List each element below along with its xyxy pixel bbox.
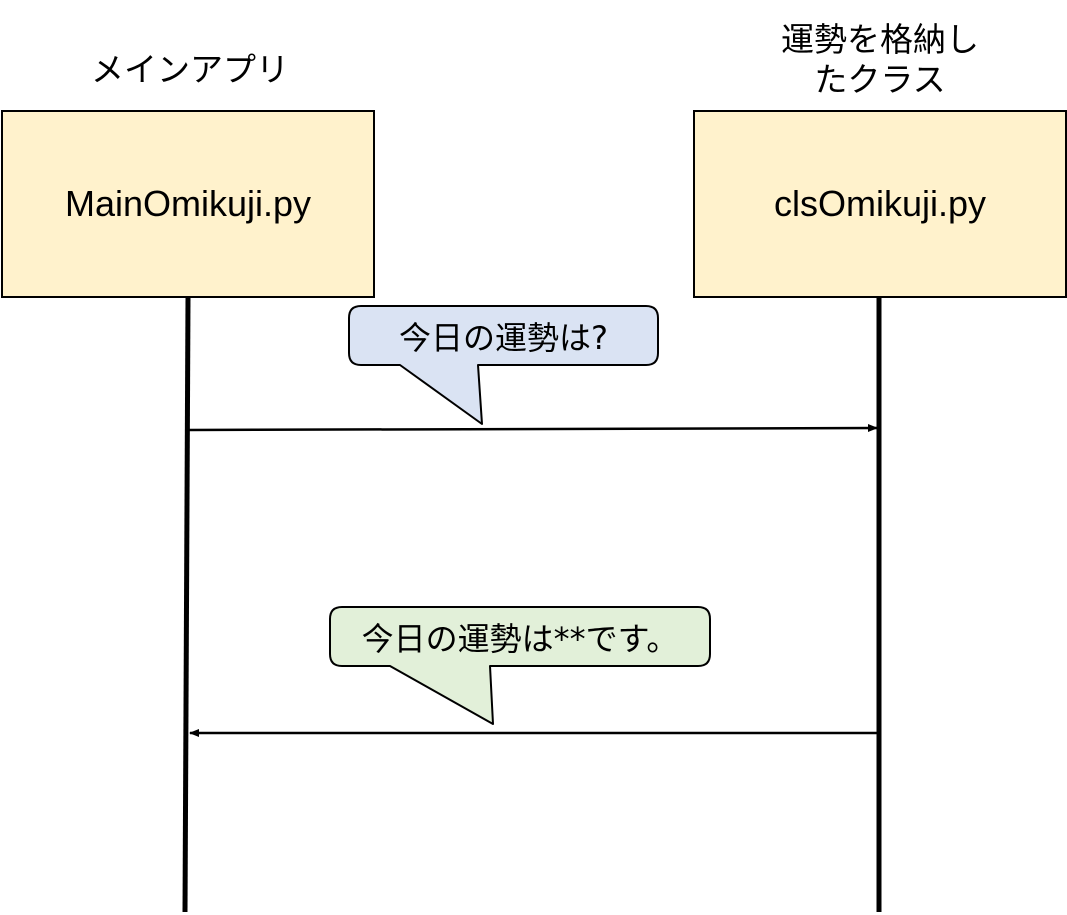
class-heading-line1: 運勢を格納し: [781, 20, 979, 59]
cls-omikuji-label: clsOmikuji.py: [773, 183, 987, 224]
response-message-text: 今日の運勢は**です。: [361, 619, 679, 658]
class-heading-line2: たクラス: [814, 60, 946, 99]
main-omikuji-box: MainOmikuji.py: [1, 110, 375, 298]
class-heading: 運勢を格納し たクラス: [730, 20, 1030, 100]
request-bubble: [348, 305, 659, 425]
request-arrow: [187, 424, 878, 433]
response-bubble: [329, 606, 711, 725]
request-message-text: 今日の運勢は?: [399, 318, 608, 357]
main-omikuji-label: MainOmikuji.py: [64, 183, 312, 224]
main-app-heading: メインアプリ: [91, 50, 289, 89]
main-lifeline: [182, 297, 191, 913]
cls-omikuji-box: clsOmikuji.py: [693, 110, 1067, 298]
